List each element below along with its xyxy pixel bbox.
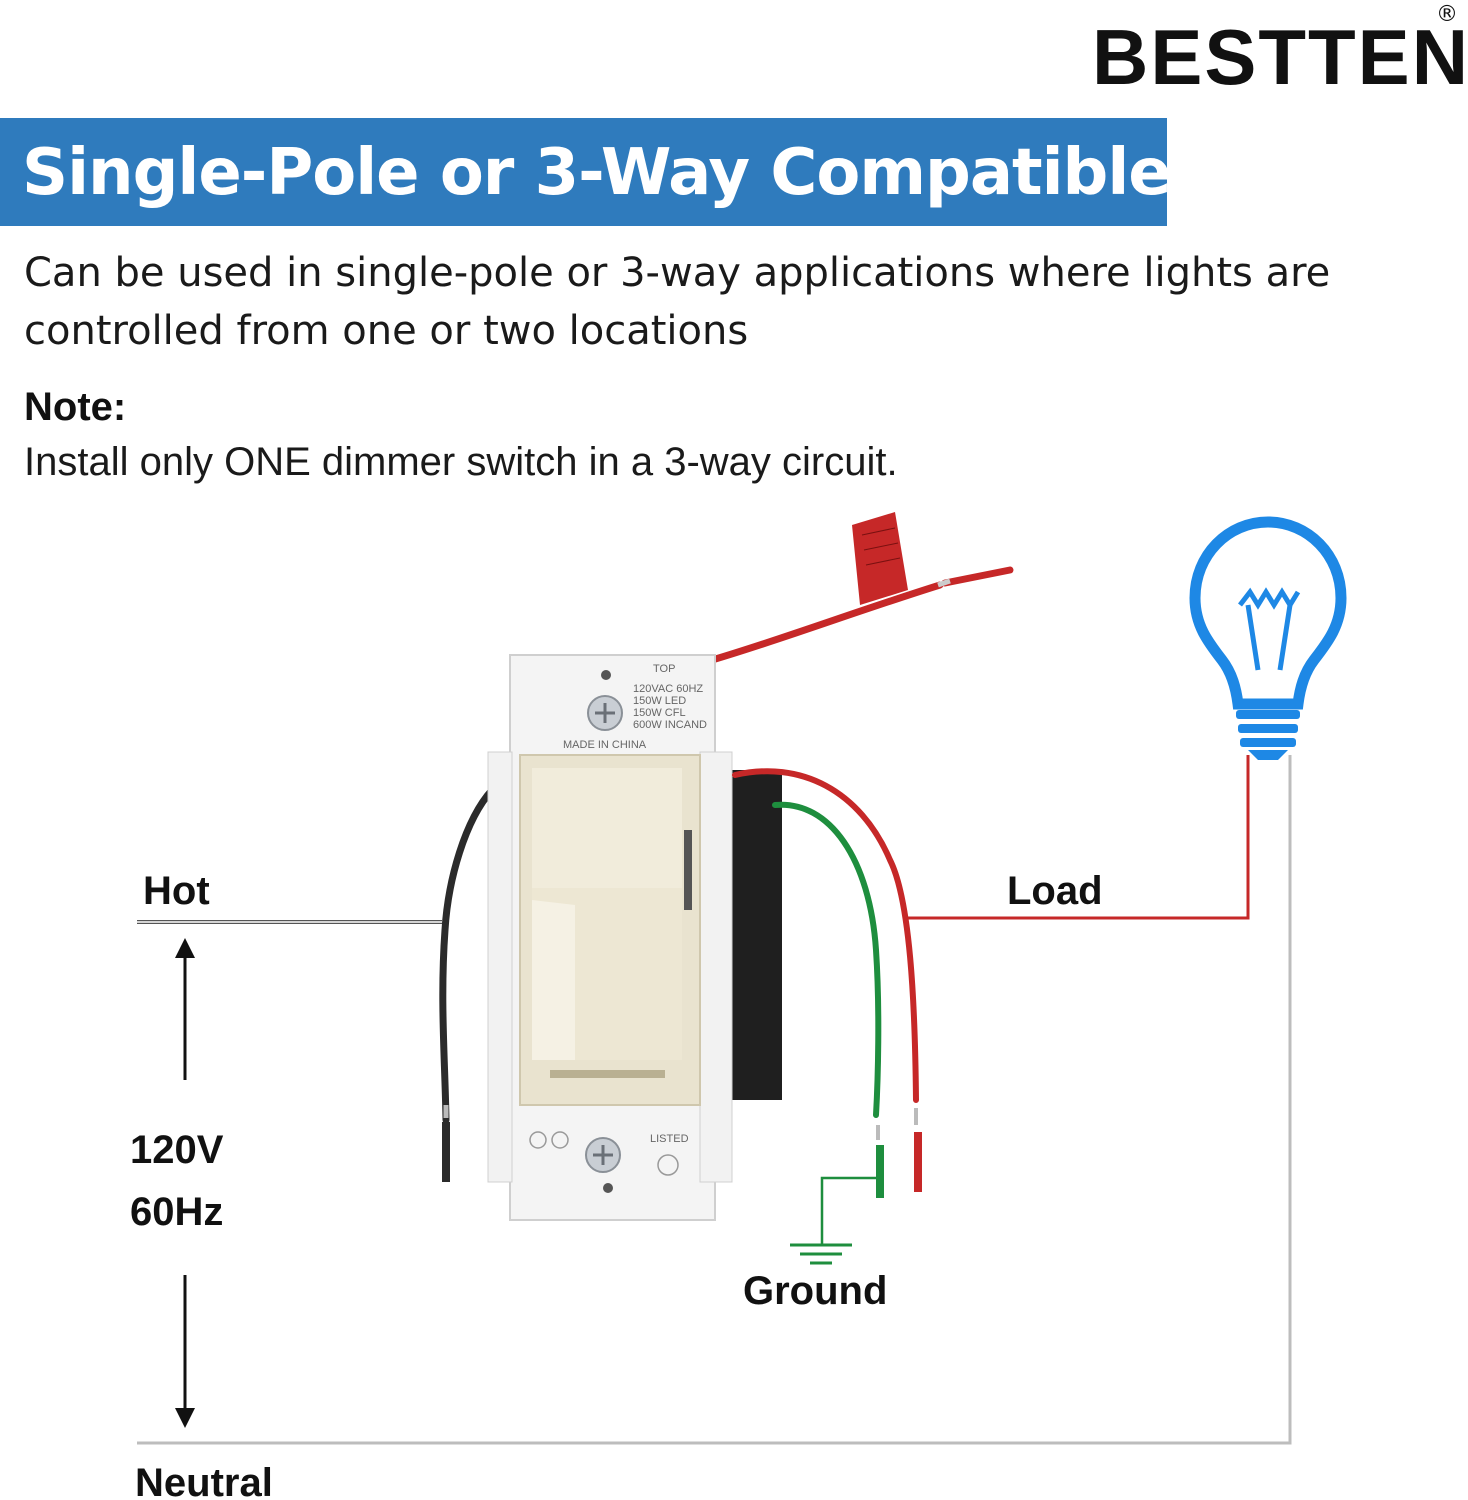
plate-rating-3: 150W CFL xyxy=(633,707,686,719)
banner-title: Single-Pole or 3-Way Compatible xyxy=(22,136,1172,210)
plate-rating-4: 600W INCAND xyxy=(633,719,707,731)
registered-mark: ® xyxy=(1436,2,1458,27)
voltage-label: 120V xyxy=(130,1128,224,1172)
wire-tag xyxy=(852,512,908,605)
load-wire xyxy=(905,755,1250,920)
plate-listed: LISTED xyxy=(650,1133,689,1145)
load-label: Load xyxy=(1007,869,1103,913)
title-banner: Single-Pole or 3-Way Compatible xyxy=(0,118,1172,226)
frequency-label: 60Hz xyxy=(130,1190,223,1234)
ground-symbol-icon xyxy=(790,1176,878,1265)
ground-label: Ground xyxy=(743,1269,887,1313)
ground-lead-wire xyxy=(772,801,884,1198)
hot-label: Hot xyxy=(143,869,210,913)
hot-lead-wire xyxy=(439,786,496,1182)
plate-rating-1: 120VAC 60HZ xyxy=(633,683,703,695)
plate-made-in: MADE IN CHINA xyxy=(563,739,647,751)
description-text: Can be used in single-pole or 3-way appl… xyxy=(24,250,1331,354)
voltage-arrow-up xyxy=(175,938,195,1080)
voltage-arrow-down xyxy=(175,1275,195,1428)
dimmer-switch: TOP 120VAC 60HZ 150W LED 150W CFL 600W I… xyxy=(487,654,782,1221)
neutral-label: Neutral xyxy=(135,1461,273,1500)
neutral-wire xyxy=(137,755,1292,1445)
note-text: Install only ONE dimmer switch in a 3-wa… xyxy=(24,440,898,484)
plate-rating-2: 150W LED xyxy=(633,695,686,707)
light-bulb-icon xyxy=(1189,516,1347,760)
traveler-wire xyxy=(708,566,1014,664)
plate-top-text: TOP xyxy=(653,663,675,675)
note-label: Note: xyxy=(24,385,127,429)
load-lead-wire xyxy=(732,768,922,1192)
brand-logo: BESTTEN xyxy=(1092,13,1468,101)
